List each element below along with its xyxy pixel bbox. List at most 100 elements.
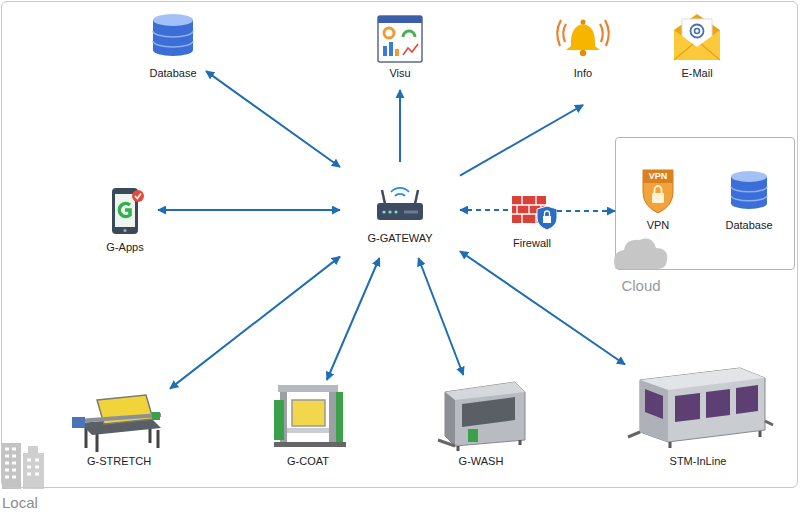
bell-icon-part: [605, 20, 609, 46]
envelope-icon-part: [695, 29, 700, 34]
coating-machine-illustration-part: [274, 400, 284, 440]
bell-icon-part: [563, 24, 566, 42]
inline-machine-illustration-part: [759, 431, 762, 437]
router-icon-part: [394, 210, 397, 213]
dashboard-icon-part: [383, 46, 387, 56]
dashed-connector: [557, 210, 615, 212]
router-icon-part: [377, 203, 423, 220]
inline-machine-illustration-part: [675, 393, 700, 422]
building-icon-part: [23, 453, 44, 489]
node-label: G-WASH: [431, 455, 531, 468]
envelope-icon-part: [691, 25, 704, 38]
cloud-icon: [614, 239, 667, 269]
inline-machine-illustration-part: [736, 385, 758, 414]
icon-node-box: G-COAT: [265, 380, 350, 470]
vpn-shield-icon-part: [655, 186, 662, 193]
router-icon-part: [382, 210, 385, 213]
icon-node-box: Info: [555, 8, 612, 105]
database-icon: [153, 14, 193, 56]
icon-node-box: E-Mail: [670, 10, 726, 85]
coating-machine-illustration-part: [329, 388, 336, 446]
arrow-connector: [399, 90, 401, 162]
dashboard-icon-part: [378, 16, 422, 62]
bell-icon-part: [566, 24, 600, 50]
envelope-icon: [674, 14, 720, 60]
node-label: G-COAT: [258, 455, 358, 468]
arrow-connector: [158, 209, 340, 211]
stretch-machine-illustration-part: [72, 417, 85, 428]
washing-machine-illustration-part: [445, 382, 525, 446]
phone-app-icon-part: [123, 229, 126, 232]
bell-icon: [557, 20, 609, 57]
arrow-connector: [327, 258, 379, 380]
router-icon-part: [382, 190, 385, 204]
phone-app-icon-part: [115, 194, 135, 227]
icon-node-box: Database: [722, 165, 776, 235]
arrow-connector: [460, 251, 625, 364]
router-icon-part: [404, 211, 418, 214]
inline-machine-illustration-part: [640, 368, 765, 442]
arrow-connector: [418, 258, 463, 375]
node-label: G-STRETCH: [69, 455, 169, 468]
router-icon-part: [391, 188, 409, 192]
router-icon-part: [395, 194, 405, 196]
dashboard-icon-part: [403, 31, 415, 37]
database-icon: [731, 171, 767, 209]
icon-node-box: VPNVPN: [635, 165, 681, 235]
arrow-connector: [206, 71, 340, 167]
router-icon-part: [388, 210, 391, 213]
dashboard-icon-part: [395, 49, 399, 56]
envelope-icon-part: [674, 30, 720, 60]
cloud-icon-part: [614, 239, 667, 269]
firewall-icon-part: [537, 206, 557, 230]
bell-icon-part: [600, 24, 603, 42]
building-icon-part: [5, 449, 39, 477]
phone-app-icon-part: [132, 190, 144, 202]
firewall-icon-part: [545, 211, 550, 216]
node-label: Database: [704, 219, 794, 232]
node-label: Local: [2, 494, 82, 511]
coating-machine-illustration-part: [287, 428, 329, 433]
dashboard-icon-part: [403, 44, 418, 55]
washing-machine-illustration-part: [462, 397, 515, 427]
dashboard-icon-part: [389, 42, 393, 56]
dashboard-icon: [378, 16, 422, 62]
vpn-shield-icon-part: [652, 193, 664, 203]
node-label: Visu: [355, 67, 445, 80]
node-label: VPN: [618, 219, 698, 232]
coating-machine-illustration-part: [278, 385, 338, 392]
building-icon: [2, 443, 44, 489]
inline-machine-illustration-part: [669, 442, 672, 448]
firewall-icon-part: [543, 216, 551, 223]
phone-app-icon-part: [119, 204, 130, 217]
icon-node-box: STM-InLine: [625, 360, 772, 470]
inline-machine-illustration-part: [645, 389, 663, 419]
bell-icon-part: [580, 50, 586, 56]
bell-icon-part: [581, 20, 586, 25]
node-label: G-Apps: [80, 241, 170, 254]
firewall-icon: [512, 196, 557, 230]
coating-machine-illustration: [274, 385, 346, 447]
icon-node-box: Visu: [370, 12, 430, 90]
icon-node-box: G-GATEWAY: [340, 162, 460, 258]
frame-box: DatabaseVisuInfoE-MailG-AppsG-GATEWAYFir…: [1, 1, 798, 488]
bell-icon-part: [557, 20, 561, 46]
inline-machine-illustration-part: [765, 421, 773, 425]
node-label: Cloud: [601, 277, 681, 294]
icon-node-box: G-WASH: [435, 375, 528, 470]
inline-machine-illustration-part: [706, 389, 730, 418]
dashed-connector: [460, 209, 508, 211]
washing-machine-illustration-part: [468, 429, 478, 442]
dashboard-icon-part: [378, 16, 422, 23]
icon-node-box: G-STRETCH: [70, 385, 170, 470]
node-label: E-Mail: [652, 67, 742, 80]
router-icon: [377, 188, 423, 220]
inline-machine-illustration: [628, 368, 773, 448]
icon-node-box: Database: [140, 10, 206, 85]
building-icon-part: [2, 443, 21, 489]
washing-machine-illustration-part: [457, 446, 460, 451]
arrow-connector: [170, 257, 340, 389]
